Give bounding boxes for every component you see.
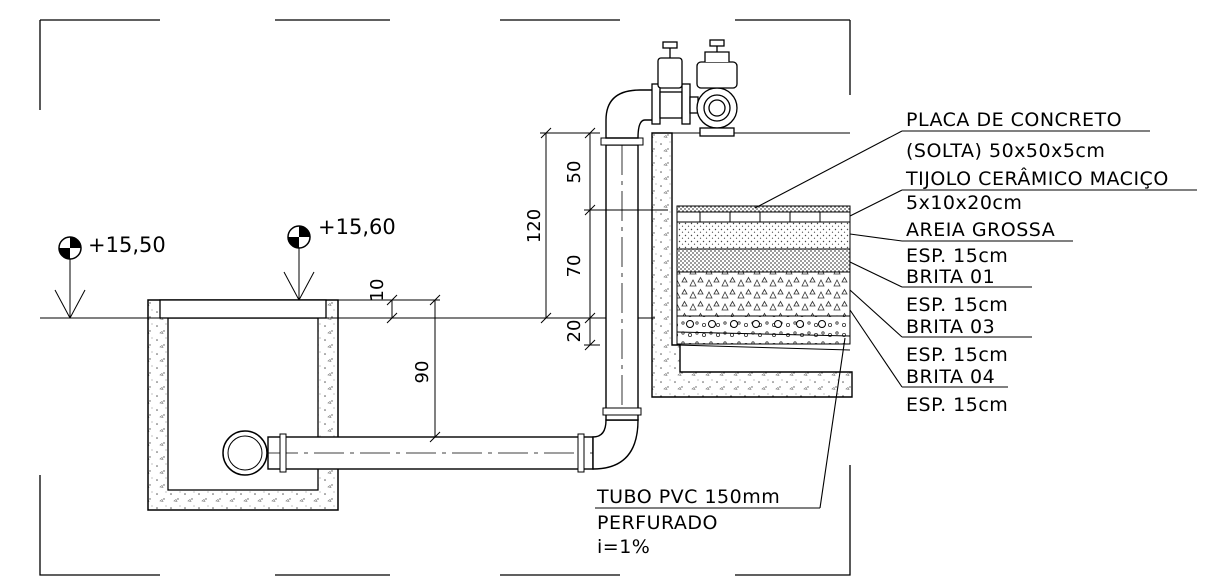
- brita04-layer: [676, 315, 851, 345]
- label-placa-1: PLACA DE CONCRETO: [906, 109, 1122, 131]
- sand-layer: [676, 221, 851, 250]
- dimension-vertical-middle: [336, 294, 441, 443]
- level-marker-right: +15,60: [283, 215, 396, 301]
- dimension-vertical-left: [540, 127, 668, 351]
- dim-120: 120: [524, 209, 545, 243]
- brita01-layer: [676, 248, 851, 273]
- dim-20: 20: [564, 320, 585, 343]
- label-brita01-2: ESP. 15cm: [906, 294, 1008, 316]
- pipe-elbow-bottom: [592, 419, 639, 470]
- label-areia-1: AREIA GROSSA: [906, 219, 1055, 241]
- label-brita04-2: ESP. 15cm: [906, 394, 1008, 416]
- filter-wall: [651, 132, 853, 398]
- label-placa-2: (SOLTA) 50x50x5cm: [906, 140, 1105, 162]
- label-tubo-2: PERFURADO: [597, 512, 718, 534]
- pipe-outlet: [222, 430, 268, 476]
- level-label-left: +15,50: [88, 233, 166, 257]
- frame-border: [39, 19, 851, 576]
- brick-layer: [676, 211, 851, 223]
- box-lid: [159, 299, 327, 319]
- brita03-layer: [676, 271, 851, 317]
- filter-layers: [676, 205, 851, 351]
- perforated-pipe-holes: [686, 320, 826, 328]
- label-brita03-2: ESP. 15cm: [906, 344, 1008, 366]
- valve-assembly: [651, 39, 738, 137]
- level-marker-left: +15,50: [54, 233, 166, 319]
- dim-50: 50: [564, 161, 585, 184]
- dim-70: 70: [564, 255, 585, 278]
- label-areia-2: ESP. 15cm: [906, 245, 1008, 267]
- label-tijolo-2: 5x10x20cm: [906, 192, 1022, 214]
- concrete-slab: [676, 205, 851, 213]
- horizontal-pipe: [222, 430, 594, 476]
- label-brita01-1: BRITA 01: [906, 266, 995, 288]
- label-brita03-1: BRITA 03: [906, 316, 995, 338]
- pipe-elbow-top: [605, 89, 656, 139]
- label-tijolo-1: TIJOLO CERÂMICO MACIÇO: [905, 167, 1169, 190]
- inspection-box: [147, 299, 339, 511]
- label-tubo-3: i=1%: [597, 536, 650, 558]
- vertical-pipe: [600, 137, 644, 421]
- label-tubo-1: TUBO PVC 150mm: [596, 486, 780, 508]
- leader-lines: [595, 130, 1197, 509]
- label-brita04-1: BRITA 04: [906, 366, 995, 388]
- level-label-right: +15,60: [318, 215, 396, 239]
- dim-90: 90: [412, 361, 433, 384]
- dim-10: 10: [367, 279, 388, 302]
